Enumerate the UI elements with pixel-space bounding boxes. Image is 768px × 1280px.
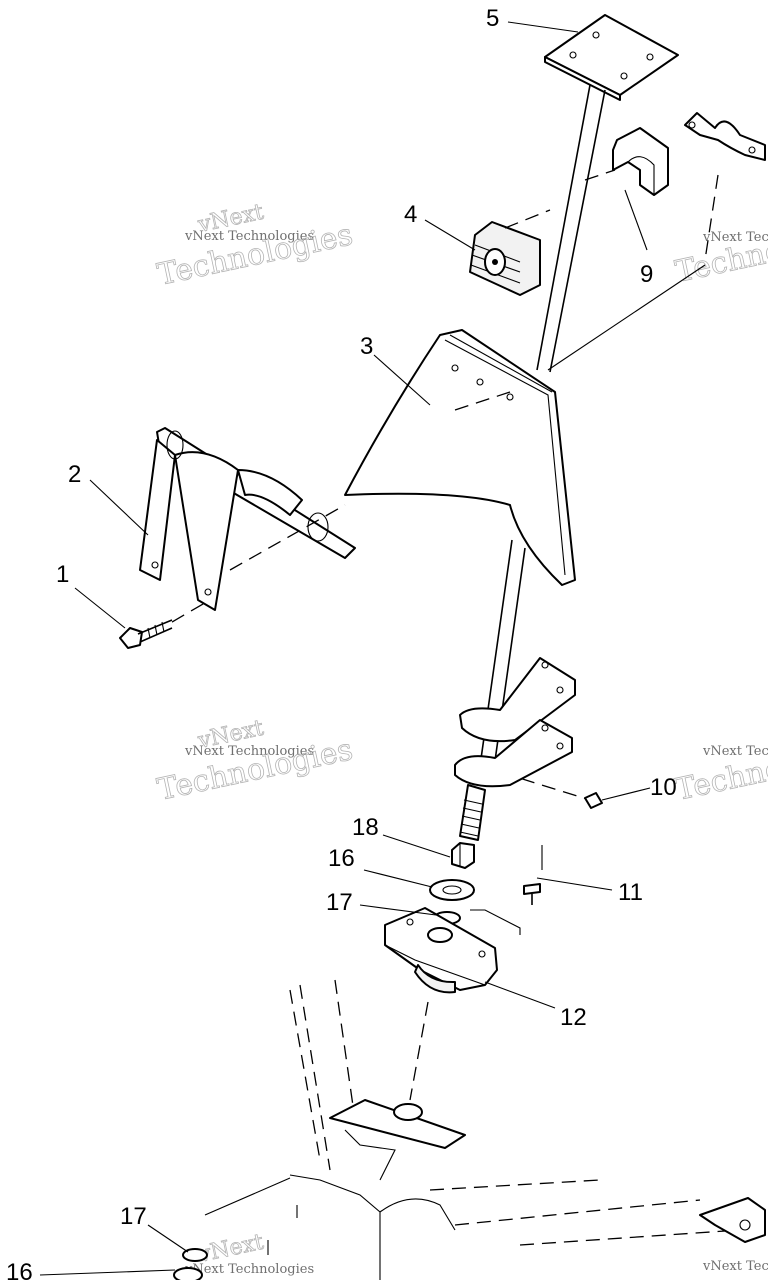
callout-16-lower: 16 <box>6 1259 33 1280</box>
part-5-top-plate <box>544 14 679 101</box>
part-2-mount-bracket <box>139 427 356 611</box>
svg-text:vNext Technologies: vNext Technologies <box>702 1259 768 1274</box>
watermark-1: vNext vNext Technologies Technologies <box>154 199 356 293</box>
chassis-frame <box>173 979 766 1280</box>
callout-5: 5 <box>486 5 499 32</box>
callout-1: 1 <box>56 561 69 588</box>
part-1-bolt <box>119 619 173 649</box>
callout-18: 18 <box>352 814 379 841</box>
steering-bracket <box>344 329 576 586</box>
part-12-bearing-plate <box>384 907 521 994</box>
pitman-arm-lower <box>454 719 573 788</box>
part-9-clamp-upper <box>684 112 766 161</box>
part-10-screw <box>584 792 603 809</box>
callout-17: 17 <box>326 889 353 916</box>
callout-labels: 5 4 9 3 2 1 10 18 16 17 11 12 17 16 <box>6 5 677 1280</box>
shaft-threaded-end <box>459 784 486 841</box>
callout-9: 9 <box>640 261 653 288</box>
svg-text:vNext Technologies: vNext Technologies <box>184 744 314 759</box>
callout-16: 16 <box>328 845 355 872</box>
svg-text:vNext Technologies: vNext Technologies <box>702 744 768 759</box>
watermark-2: vNext vNext Technologies Technologies <box>154 715 356 808</box>
pitman-arm-upper <box>459 657 576 743</box>
svg-text:vNext Technologies: vNext Technologies <box>184 229 314 244</box>
callout-2: 2 <box>68 461 81 488</box>
svg-text:Technologies: Technologies <box>672 214 768 290</box>
callout-10: 10 <box>650 774 677 801</box>
leader-lines <box>39 21 706 1276</box>
callout-17-lower: 17 <box>120 1203 147 1230</box>
svg-text:vNext Technologies: vNext Technologies <box>702 230 768 245</box>
part-4-bearing-block <box>469 221 541 296</box>
part-16-washer <box>429 879 475 901</box>
watermark-right-2: vNext Technologies Technologies <box>672 732 768 808</box>
callout-3: 3 <box>360 333 373 360</box>
part-11-rivet <box>523 845 543 905</box>
svg-text:vNext Technologies: vNext Technologies <box>184 1262 314 1277</box>
watermark-right-3: vNext Technologies <box>702 1259 768 1274</box>
callout-11: 11 <box>618 879 643 906</box>
part-18-nut <box>451 842 475 869</box>
steering-shaft-upper <box>536 84 606 373</box>
part-9-bushing <box>612 127 669 196</box>
callout-12: 12 <box>560 1004 587 1031</box>
alignment-lines <box>171 169 719 1101</box>
watermark-right-1: vNext Technologies Technologies <box>672 214 768 290</box>
callout-4: 4 <box>404 201 417 228</box>
